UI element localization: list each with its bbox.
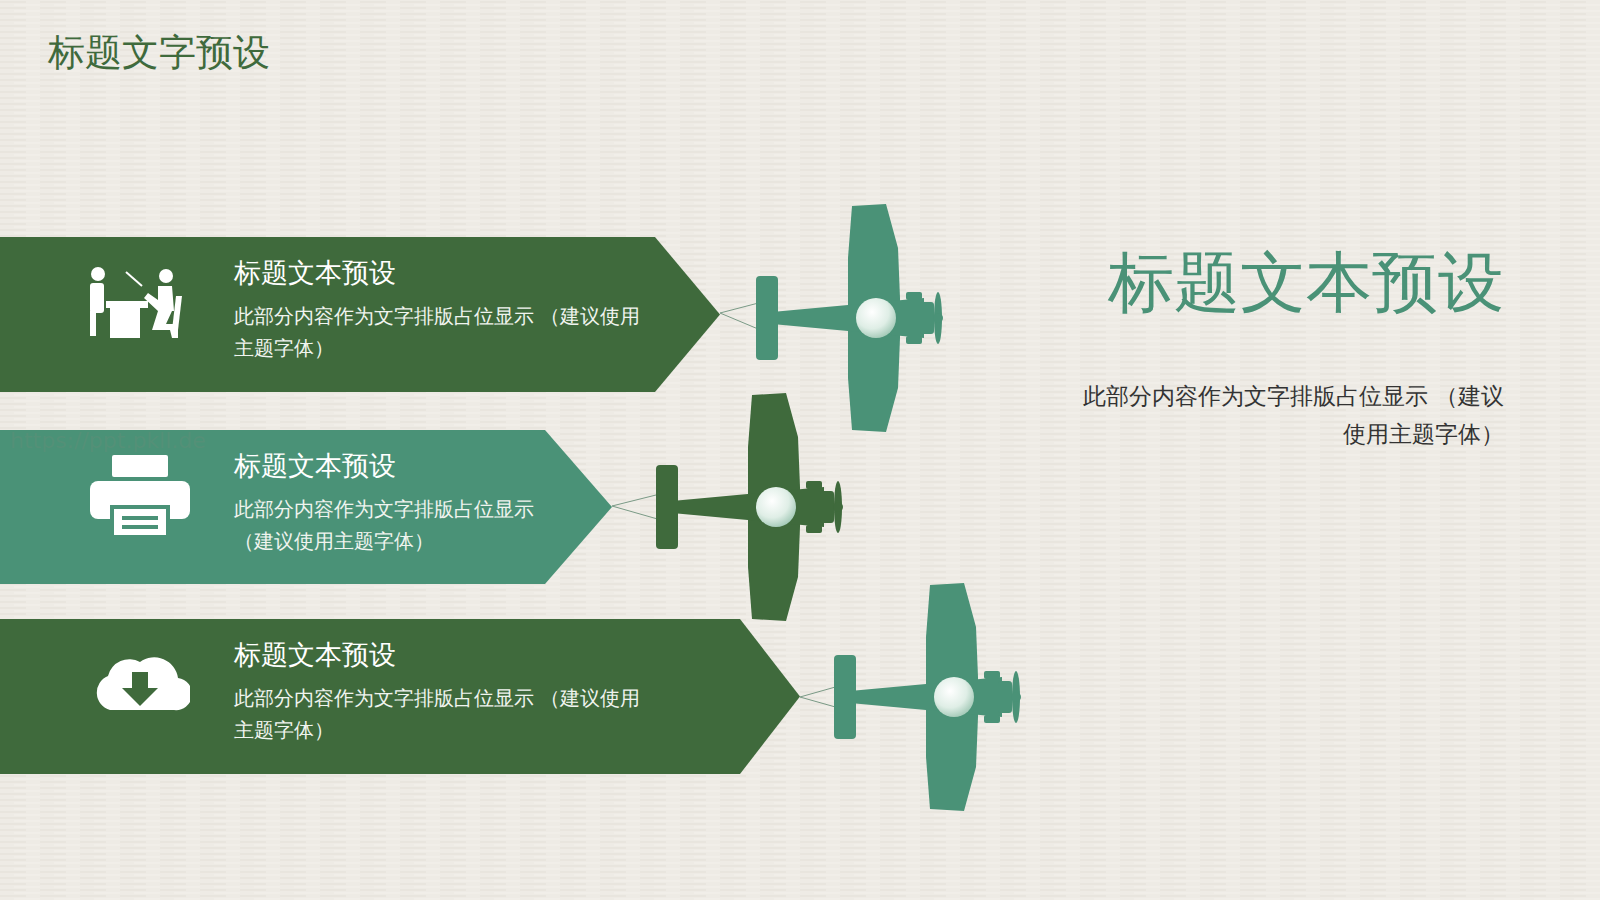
band-body: 此部分内容作为文字排版占位显示 （建议使用主题字体） (234, 682, 654, 746)
banner-band: 标题文本预设此部分内容作为文字排版占位显示 （建议使用主题字体） (0, 430, 612, 584)
band-icon (86, 266, 182, 342)
band-icon (90, 455, 190, 537)
banner-band: 标题文本预设此部分内容作为文字排版占位显示 （建议使用主题字体） (0, 619, 800, 774)
band-text: 标题文本预设此部分内容作为文字排版占位显示 （建议使用主题字体） (234, 448, 552, 557)
band-heading: 标题文本预设 (234, 637, 654, 672)
slide-title: 标题文字预设 (48, 28, 270, 78)
band-body: 此部分内容作为文字排版占位显示 （建议使用主题字体） (234, 493, 552, 557)
airplane (834, 583, 1021, 811)
band-heading: 标题文本预设 (234, 448, 552, 483)
band-text: 标题文本预设此部分内容作为文字排版占位显示 （建议使用主题字体） (234, 255, 654, 364)
airplane (656, 393, 843, 621)
watermark: https://ppt.pkll.de (10, 428, 206, 453)
band-heading: 标题文本预设 (234, 255, 654, 290)
side-body: 此部分内容作为文字排版占位显示 （建议使用主题字体） (1064, 378, 1504, 454)
band-icon (90, 650, 190, 712)
banner-band: 标题文本预设此部分内容作为文字排版占位显示 （建议使用主题字体） (0, 237, 720, 392)
side-heading: 标题文本预设 (1108, 238, 1504, 328)
band-body: 此部分内容作为文字排版占位显示 （建议使用主题字体） (234, 300, 654, 364)
band-text: 标题文本预设此部分内容作为文字排版占位显示 （建议使用主题字体） (234, 637, 654, 746)
